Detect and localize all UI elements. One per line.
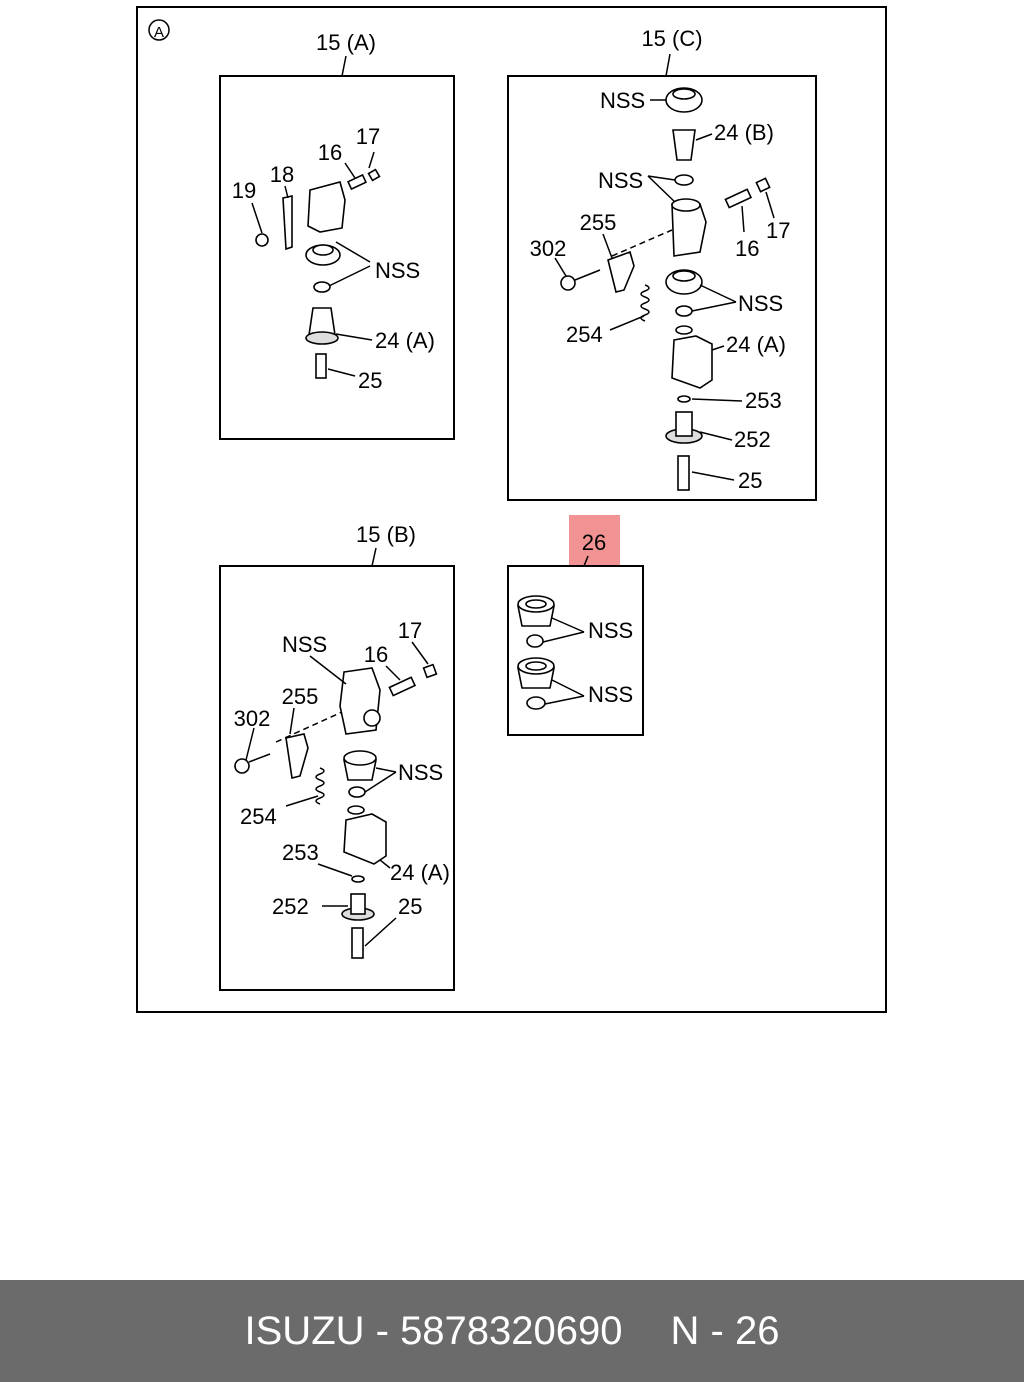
footer-brand: ISUZU [244, 1308, 365, 1353]
part-253-c: 253 [677, 388, 782, 413]
part-254-b: 254 [240, 767, 325, 829]
group-15c-box [507, 75, 817, 501]
label-253-b: 253 [282, 840, 319, 865]
label-16-a: 16 [318, 140, 342, 165]
label-25-b: 25 [398, 894, 422, 919]
label-17-b: 17 [398, 618, 422, 643]
part-24b-c: 24 (B) [672, 120, 774, 161]
part-16-b: 16 [364, 642, 417, 697]
part-nss1-26: NSS [517, 595, 633, 648]
group-15b: 15 (B) 17 16 NSS 255 302 [219, 522, 455, 991]
group-15a-title: 15 (A) [316, 30, 376, 55]
group-15a: 15 (A) 17 16 18 19 [219, 30, 455, 440]
group-15c-title: 15 (C) [641, 26, 702, 51]
part-25-c: 25 [677, 455, 762, 493]
part-nss2-b: NSS [343, 750, 443, 798]
part-252-b: 252 [272, 893, 375, 921]
group-15a-box [219, 75, 455, 440]
group-15c: 15 (C) NSS 24 (B) NSS 16 [507, 26, 817, 501]
highlight-26 [569, 515, 620, 566]
body-15b: NSS [275, 632, 381, 743]
part-25-b: 25 [351, 894, 422, 959]
label-nss3-c: NSS [738, 291, 783, 316]
footer-ref: N - 26 [670, 1308, 780, 1353]
group-26-title: 26 [582, 530, 606, 555]
footer-separator: - [364, 1308, 401, 1353]
label-253-c: 253 [745, 388, 782, 413]
part-302-b: 302 [234, 706, 271, 774]
section-marker-circle [148, 19, 170, 41]
part-24a-b: 24 (A) [343, 805, 450, 885]
label-nss1-26: NSS [588, 618, 633, 643]
part-17-a: 17 [356, 124, 381, 182]
label-255-c: 255 [580, 210, 617, 235]
label-254-b: 254 [240, 804, 277, 829]
part-nss3-c: NSS [665, 269, 783, 317]
label-255-b: 255 [282, 684, 319, 709]
body-15a: NSS [305, 181, 420, 293]
section-marker: A [154, 24, 164, 41]
part-16-a: 16 [318, 140, 368, 191]
group-15b-title: 15 (B) [356, 522, 416, 547]
label-252-b: 252 [272, 894, 309, 919]
label-302-c: 302 [530, 236, 567, 261]
part-nss2-c: NSS [598, 168, 694, 206]
part-302-c: 302 [530, 236, 601, 291]
part-252-c: 252 [665, 411, 771, 452]
label-18-a: 18 [270, 162, 294, 187]
part-nss1-c: NSS [600, 87, 703, 113]
part-255-b: 255 [282, 684, 319, 779]
label-nss2-26: NSS [588, 682, 633, 707]
label-25-c: 25 [738, 468, 762, 493]
part-24a-a: 24 (A) [305, 307, 435, 353]
part-255-c: 255 [580, 210, 635, 293]
body-15c [611, 198, 707, 257]
footer-part-number: 5878320690 [400, 1308, 623, 1353]
part-253-b: 253 [282, 840, 365, 883]
part-25-a: 25 [315, 353, 382, 393]
part-24a-c: 24 (A) [671, 325, 786, 389]
part-18-a: 18 [270, 162, 294, 251]
label-nss1-b: NSS [282, 632, 327, 657]
group-15b-box [219, 565, 455, 991]
footer-bar: ISUZU - 5878320690 N - 26 [0, 1280, 1024, 1382]
label-19-a: 19 [232, 178, 256, 203]
label-25-a: 25 [358, 368, 382, 393]
label-24a-c: 24 (A) [726, 332, 786, 357]
label-17-a: 17 [356, 124, 380, 149]
part-16-c: 16 [724, 188, 759, 261]
part-17-c: 17 [755, 177, 790, 243]
group-26-box [507, 565, 644, 736]
label-16-c: 16 [735, 236, 759, 261]
outer-frame [136, 6, 887, 1013]
label-302-b: 302 [234, 706, 271, 731]
label-16-b: 16 [364, 642, 388, 667]
parts-diagram: A 15 (A) 17 16 18 19 [136, 6, 887, 1013]
part-254-c: 254 [566, 284, 650, 347]
label-24a-a: 24 (A) [375, 328, 435, 353]
label-nss-a: NSS [375, 258, 420, 283]
label-24b-c: 24 (B) [714, 120, 774, 145]
label-24a-b: 24 (A) [390, 860, 450, 885]
label-nss1-c: NSS [600, 88, 645, 113]
part-19-a: 19 [232, 178, 269, 247]
label-nss2-c: NSS [598, 168, 643, 193]
label-nss2-b: NSS [398, 760, 443, 785]
part-17-b: 17 [398, 618, 438, 679]
group-26: 26 NSS NSS [507, 515, 644, 736]
label-17-c: 17 [766, 218, 790, 243]
part-nss2-26: NSS [517, 657, 633, 710]
label-254-c: 254 [566, 322, 603, 347]
label-252-c: 252 [734, 427, 771, 452]
